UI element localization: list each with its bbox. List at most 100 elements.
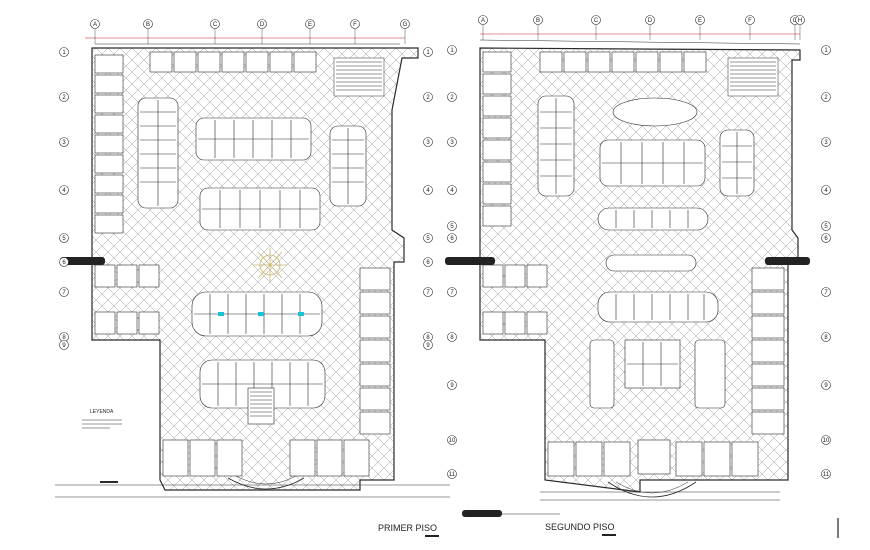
row-axis-left-bubble <box>447 92 457 102</box>
segundo-piso-south-shops <box>547 439 759 477</box>
primer-piso-stair-ne <box>333 57 385 97</box>
row-axis-right-bubble <box>821 332 831 342</box>
row-axis-right-bubble <box>423 92 433 102</box>
column-axis-label: B <box>146 22 150 28</box>
row-axis-right-bubble <box>423 233 433 243</box>
row-axis-left-bubble <box>447 137 457 147</box>
column-axis-bubble <box>745 15 755 25</box>
segundo-piso-west-shops <box>482 51 548 335</box>
column-axis-label: B <box>536 18 540 24</box>
row-axis-right-label: 1 <box>824 48 828 54</box>
row-axis-left-bubble <box>447 221 457 231</box>
column-axis-bubble <box>795 15 805 25</box>
row-axis-left-bubble <box>59 92 69 102</box>
primer-piso-legend: LEYENDA <box>82 409 122 429</box>
column-axis-bubble <box>533 15 543 25</box>
column-axis-label: F <box>353 22 357 28</box>
column-axis-label: H <box>798 18 802 24</box>
row-axis-right-label: 5 <box>824 224 828 230</box>
segundo-piso-ramp-right <box>765 257 810 265</box>
row-axis-right-bubble <box>423 340 433 350</box>
row-axis-right-label: 3 <box>824 140 828 146</box>
row-axis-right-label: 8 <box>824 335 828 341</box>
row-axis-right-label: 9 <box>426 343 430 349</box>
row-axis-left-label: 11 <box>449 472 456 478</box>
column-axis-label: C <box>213 22 218 28</box>
primer-piso-west-shops <box>94 54 160 335</box>
primer-piso-entrance <box>227 477 305 490</box>
row-axis-left-bubble <box>447 469 457 479</box>
row-axis-right-label: 11 <box>823 472 830 478</box>
row-axis-left-label: 5 <box>450 224 454 230</box>
row-axis-right-bubble <box>821 92 831 102</box>
row-axis-left-label: 4 <box>62 188 66 194</box>
row-axis-right-bubble <box>423 185 433 195</box>
row-axis-right-bubble <box>821 233 831 243</box>
row-axis-right-bubble <box>423 137 433 147</box>
segundo-piso-kiosks <box>537 95 755 409</box>
column-axis-bubble <box>695 15 705 25</box>
row-axis-right-bubble <box>423 287 433 297</box>
row-axis-right-bubble <box>821 435 831 445</box>
row-axis-left-bubble <box>447 435 457 445</box>
row-axis-right-bubble <box>423 47 433 57</box>
column-axis-label: D <box>648 18 653 24</box>
row-axis-left-bubble <box>447 380 457 390</box>
column-axis-bubble <box>478 15 488 25</box>
row-axis-right-label: 2 <box>824 95 828 101</box>
primer-piso-south-shops <box>162 439 370 477</box>
row-axis-right-label: 5 <box>426 236 430 242</box>
row-axis-left-label: 9 <box>62 343 66 349</box>
row-axis-left-bubble <box>447 185 457 195</box>
primer-piso-east-shops <box>359 267 391 435</box>
row-axis-left-bubble <box>447 332 457 342</box>
row-axis-left-bubble <box>447 45 457 55</box>
primer-piso-kiosks-north <box>137 97 367 231</box>
segundo-piso-north-shops <box>539 51 707 73</box>
row-axis-left-label: 3 <box>62 140 66 146</box>
column-axis-label: G <box>793 18 798 24</box>
row-axis-right-bubble <box>821 221 831 231</box>
row-axis-right-label: 8 <box>426 335 430 341</box>
row-axis-left-label: 7 <box>450 290 454 296</box>
row-axis-left-bubble <box>59 287 69 297</box>
column-axis-label: A <box>93 22 97 28</box>
scale-bar <box>462 510 502 517</box>
row-axis-right-label: 6 <box>824 236 828 242</box>
plan-primer-piso: LEYENDA <box>55 37 450 498</box>
row-axis-right-label: 10 <box>823 438 830 444</box>
row-axis-left-label: 6 <box>450 236 454 242</box>
row-axis-right-bubble <box>821 137 831 147</box>
column-axis-label: E <box>308 22 312 28</box>
column-axis-bubble <box>210 19 220 29</box>
row-axis-left-label: 2 <box>62 95 66 101</box>
column-axis-bubble <box>591 15 601 25</box>
row-axis-left-bubble <box>59 340 69 350</box>
plan-segundo-piso <box>445 33 810 501</box>
segundo-piso-stair-ne <box>727 57 779 97</box>
column-axis-label: C <box>594 18 599 24</box>
row-axis-left-label: 7 <box>62 290 66 296</box>
row-axis-left-label: 3 <box>450 140 454 146</box>
row-axis-left-label: 8 <box>62 335 66 341</box>
row-axis-right-label: 4 <box>426 188 430 194</box>
row-axis-left-bubble <box>59 185 69 195</box>
row-axis-right-bubble <box>821 469 831 479</box>
column-axis-label: F <box>748 18 752 24</box>
column-axis-bubble <box>400 19 410 29</box>
column-axis-label: E <box>698 18 702 24</box>
column-axis-label: D <box>260 22 265 28</box>
row-axis-right-bubble <box>821 45 831 55</box>
row-axis-right-bubble <box>821 287 831 297</box>
column-axis-label: G <box>403 22 408 28</box>
column-axis-bubble <box>143 19 153 29</box>
column-axis-bubble <box>645 15 655 25</box>
primer-piso-north-shops <box>149 51 317 73</box>
row-axis-left-label: 9 <box>450 383 454 389</box>
segundo-piso-entrance <box>607 481 697 498</box>
title-primer-piso: PRIMER PISO <box>378 523 437 533</box>
row-axis-right-label: 4 <box>824 188 828 194</box>
column-axis-bubble <box>305 19 315 29</box>
segundo-piso-ramp-left <box>445 257 495 265</box>
segundo-piso-east-shops <box>751 267 785 435</box>
